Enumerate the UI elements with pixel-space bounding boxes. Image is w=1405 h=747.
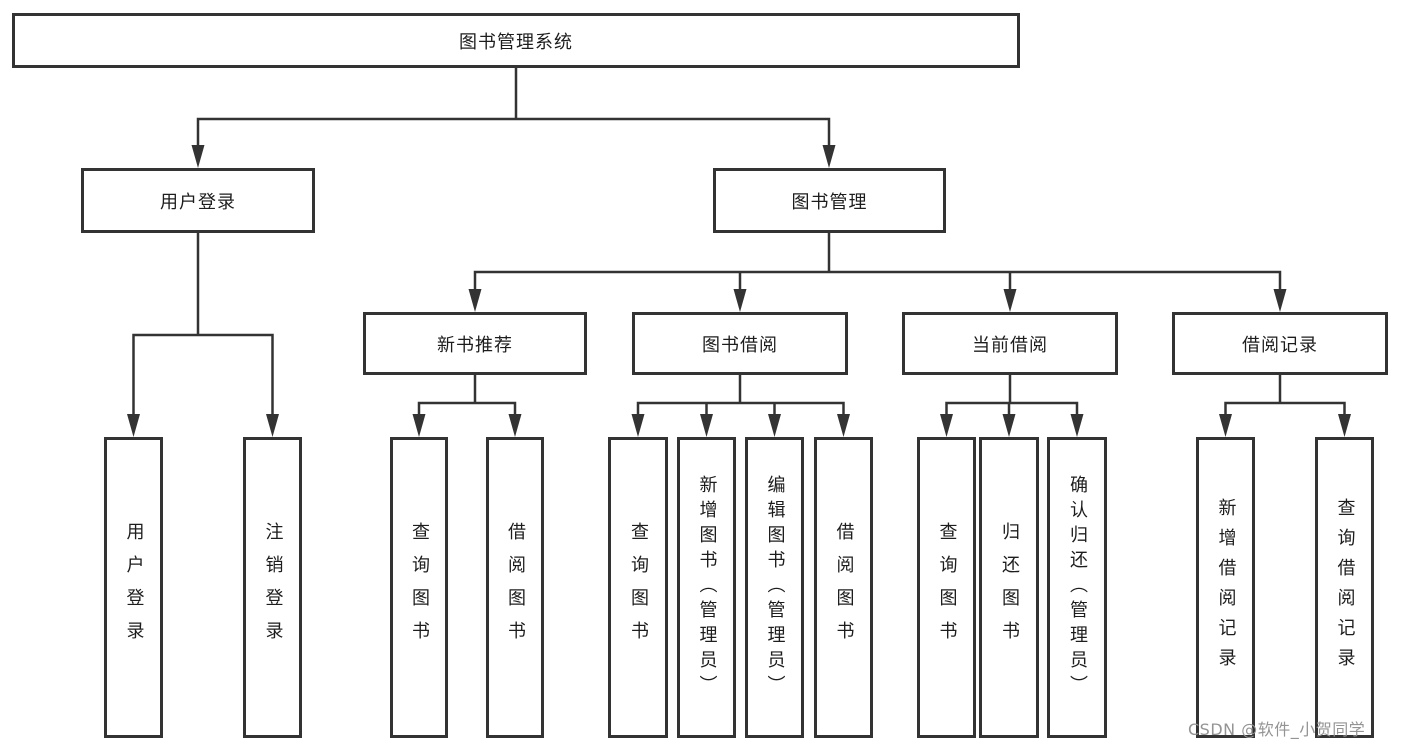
leaf-add-books-admin-label: 新增图书（管理员） [696, 475, 718, 700]
csdn-watermark: CSDN @软件_小贺同学 [1188, 720, 1366, 739]
node-user-login-label: 用户登录 [160, 191, 236, 213]
node-root-system: 图书管理系统 [12, 13, 1020, 68]
leaf-query-books-3: 查询图书 [917, 437, 976, 738]
leaf-add-books-admin: 新增图书（管理员） [677, 437, 736, 738]
leaf-logout: 注销登录 [243, 437, 302, 738]
node-new-book-recommend-label: 新书推荐 [437, 334, 513, 356]
leaf-query-borrow-record: 查询借阅记录 [1315, 437, 1374, 738]
leaf-query-books-2: 查询图书 [608, 437, 668, 738]
leaf-confirm-return-admin-label: 确认归还（管理员） [1067, 475, 1088, 700]
node-current-borrowing-label: 当前借阅 [972, 334, 1048, 356]
node-book-management: 图书管理 [713, 168, 946, 233]
leaf-edit-books-admin: 编辑图书（管理员） [745, 437, 804, 738]
leaf-edit-books-admin-label: 编辑图书（管理员） [764, 475, 786, 700]
leaf-logout-label: 注销登录 [262, 521, 284, 654]
node-book-borrowing-label: 图书借阅 [702, 334, 778, 356]
leaf-add-borrow-record: 新增借阅记录 [1196, 437, 1255, 738]
node-root-label: 图书管理系统 [459, 31, 573, 53]
node-new-book-recommend: 新书推荐 [363, 312, 587, 375]
leaf-user-login: 用户登录 [104, 437, 163, 738]
node-current-borrowing: 当前借阅 [902, 312, 1118, 375]
node-borrowing-records-label: 借阅记录 [1242, 334, 1318, 356]
leaf-borrow-books-1: 借阅图书 [486, 437, 544, 738]
leaf-add-borrow-record-label: 新增借阅记录 [1215, 497, 1237, 678]
leaf-query-books-3-label: 查询图书 [936, 521, 958, 654]
node-book-borrowing: 图书借阅 [632, 312, 848, 375]
leaf-query-borrow-record-label: 查询借阅记录 [1334, 497, 1356, 678]
leaf-user-login-label: 用户登录 [123, 521, 145, 654]
arrowhead-icons [127, 145, 1351, 437]
leaf-borrow-books-1-label: 借阅图书 [505, 521, 526, 654]
leaf-borrow-books-2-label: 借阅图书 [833, 521, 855, 654]
leaf-query-books-1: 查询图书 [390, 437, 448, 738]
leaf-return-books-label: 归还图书 [999, 521, 1020, 654]
leaf-query-books-2-label: 查询图书 [628, 521, 649, 654]
leaf-return-books: 归还图书 [979, 437, 1039, 738]
leaf-borrow-books-2: 借阅图书 [814, 437, 873, 738]
leaf-confirm-return-admin: 确认归还（管理员） [1047, 437, 1107, 738]
leaf-query-books-1-label: 查询图书 [409, 521, 430, 654]
node-borrowing-records: 借阅记录 [1172, 312, 1388, 375]
node-book-management-label: 图书管理 [791, 191, 868, 213]
node-user-login: 用户登录 [81, 168, 315, 233]
